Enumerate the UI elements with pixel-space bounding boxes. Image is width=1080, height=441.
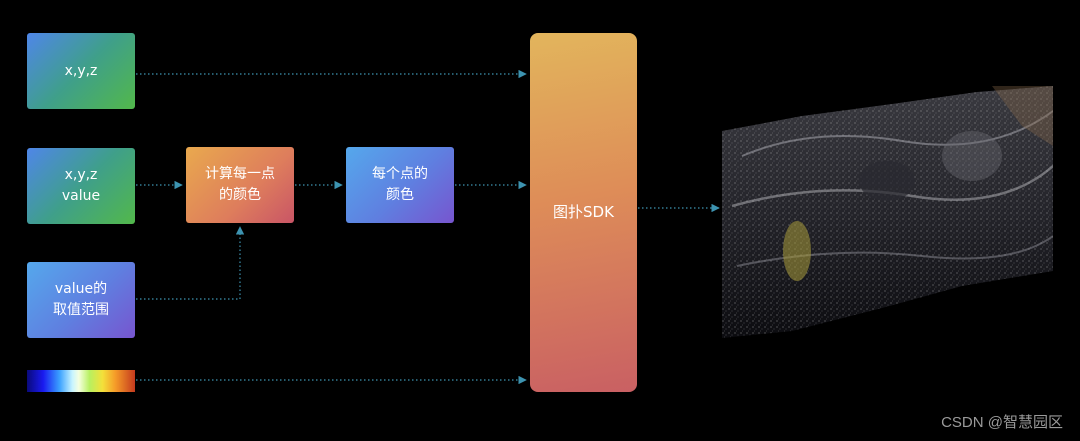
watermark: CSDN @智慧园区 (941, 411, 1063, 432)
point-cloud-render (722, 86, 1053, 338)
point-cloud-image (722, 86, 1053, 338)
arrow-range-to-compute (136, 227, 240, 299)
